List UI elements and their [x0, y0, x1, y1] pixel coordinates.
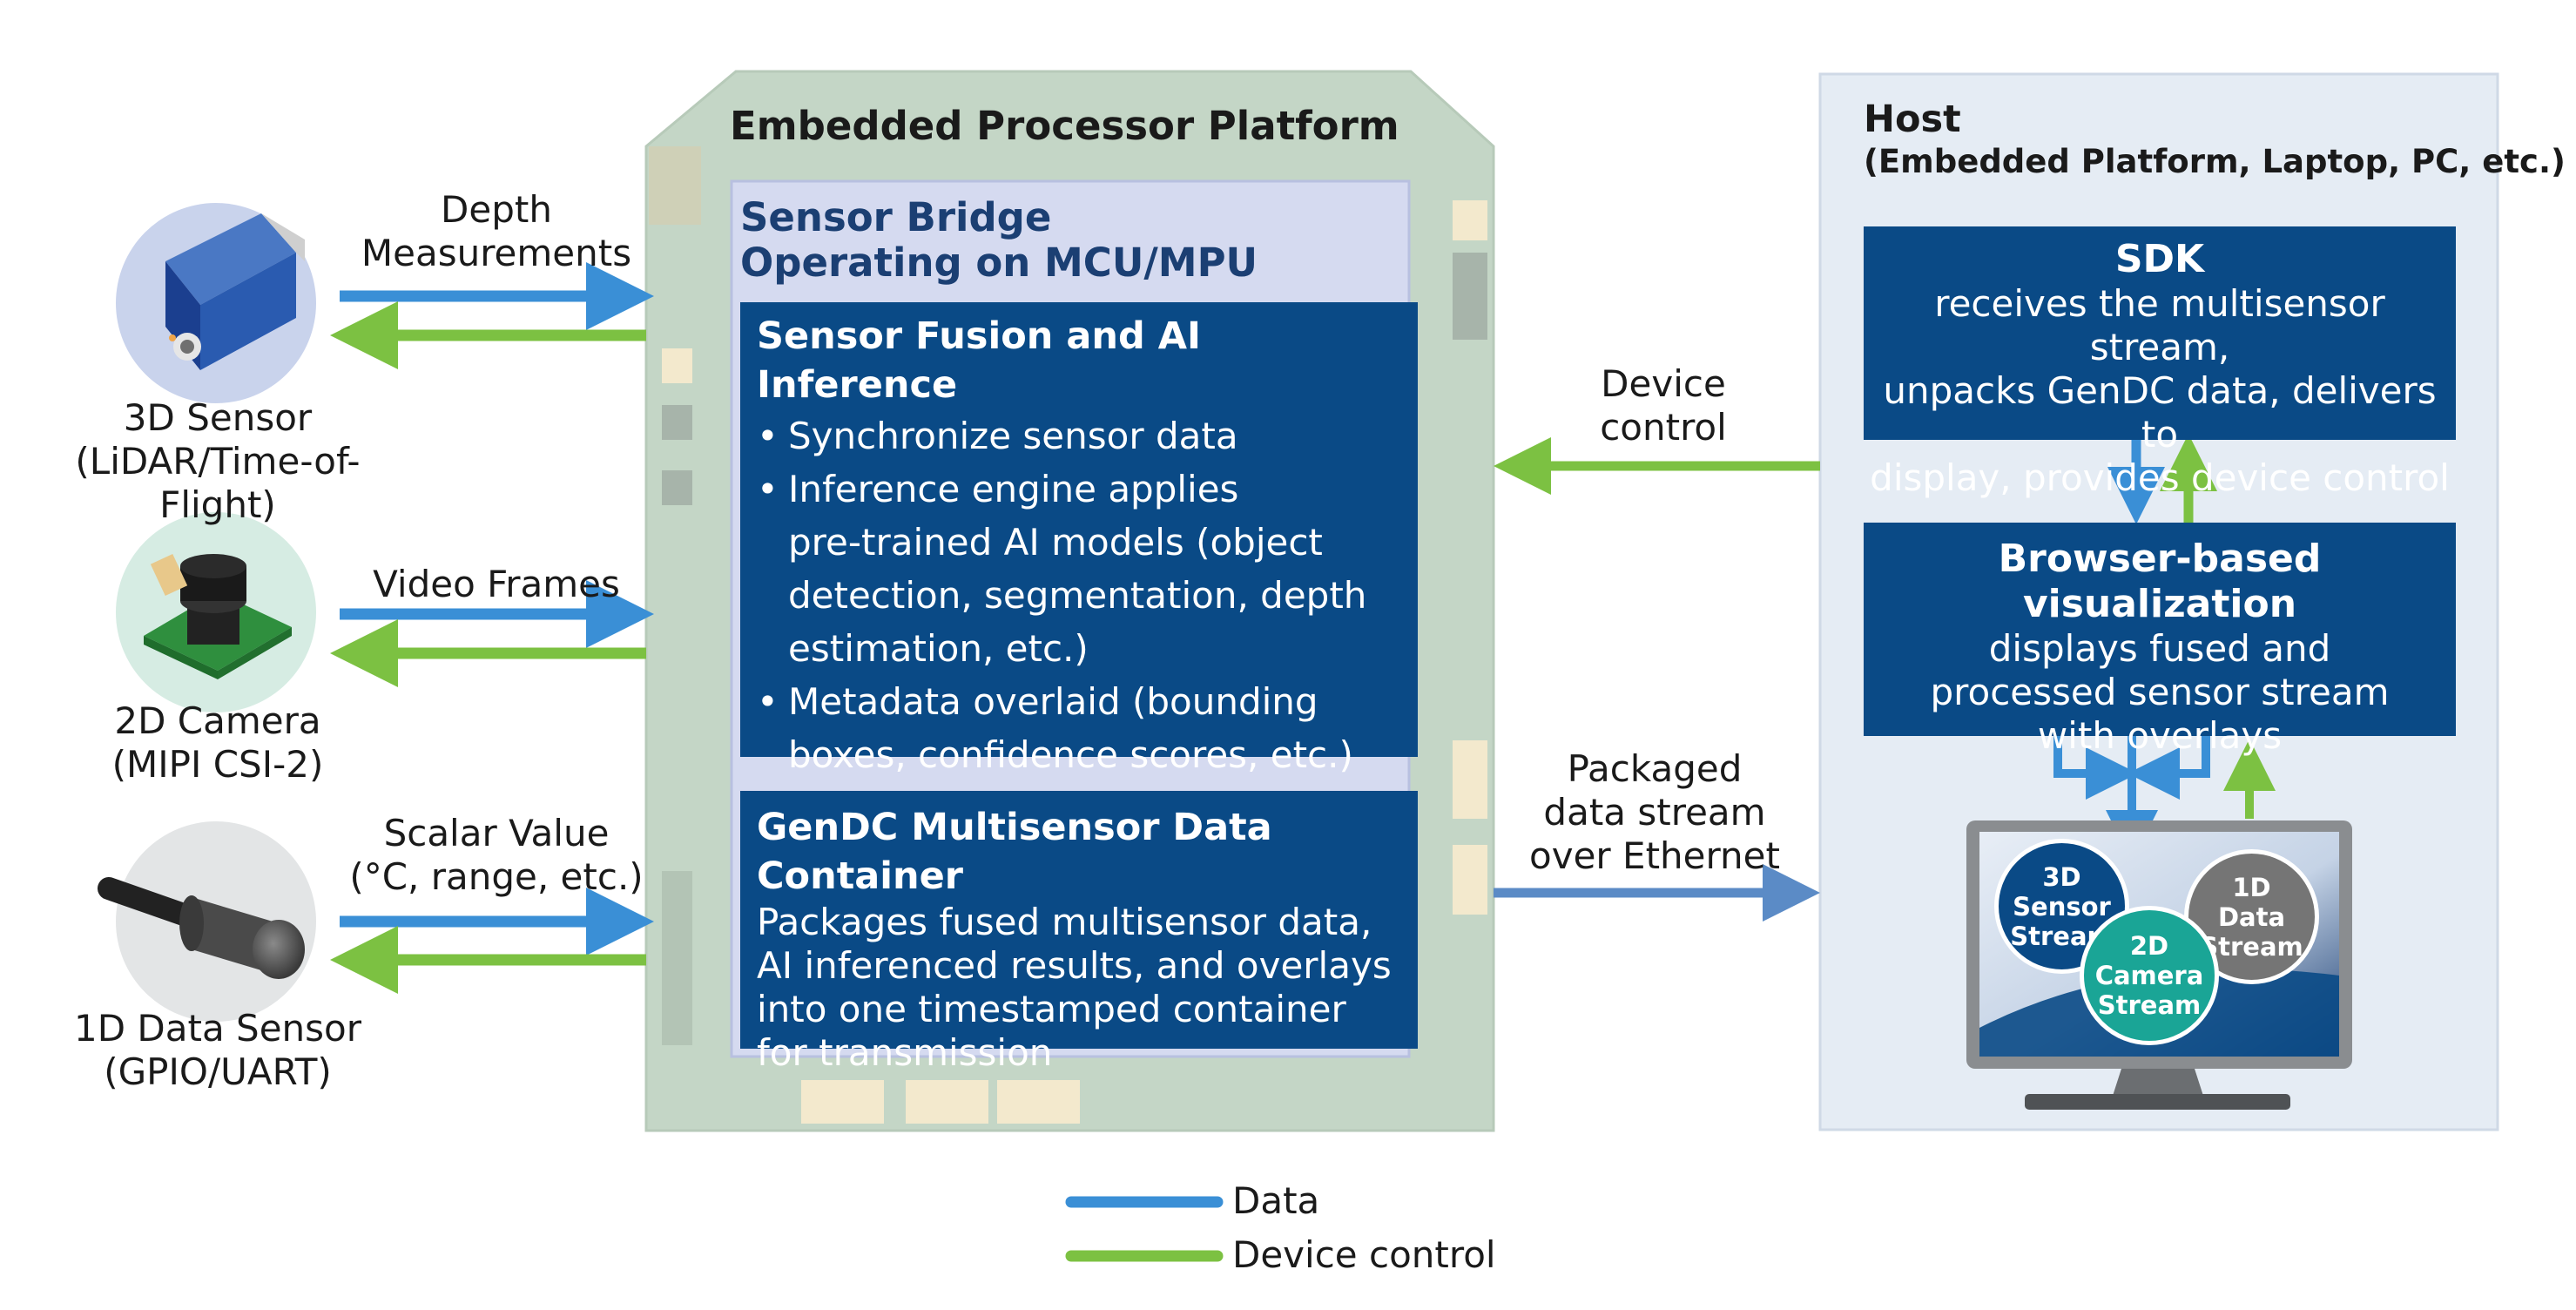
depth-link-line2: Measurements	[361, 232, 632, 274]
sdk-box: SDK receives the multisensor stream, unp…	[1864, 226, 2456, 499]
platform-title: Embedded Processor Platform	[730, 103, 1399, 149]
gendc-line2: AI inferenced results, and overlays	[757, 944, 1392, 987]
camera-name: 2D Camera	[114, 699, 321, 742]
lidar-sensor-type: (LiDAR/Time-of-Flight)	[75, 440, 361, 526]
legend-data-label: Data	[1232, 1179, 1320, 1222]
fusion-bullet-2-line4: estimation, etc.)	[788, 627, 1089, 670]
device-control-line1: Device	[1601, 362, 1726, 405]
depth-link-line1: Depth	[441, 188, 552, 231]
host-title: Host	[1864, 98, 1961, 141]
stream-3d-sensor: 3D Sensor Stream	[1994, 839, 2129, 974]
lidar-sensor-label: 3D Sensor (LiDAR/Time-of-Flight)	[17, 396, 418, 527]
sdk-line3: display, provides device control	[1870, 456, 2450, 499]
stream-2d-line3: Stream	[2097, 990, 2202, 1020]
stream-1d-data: 1D Data Stream	[2184, 849, 2319, 984]
device-control-label: Device control	[1533, 362, 1794, 449]
packaged-line1: Packaged	[1567, 747, 1743, 790]
viz-line3: with overlays	[2037, 714, 2283, 757]
bridge-title: Sensor Bridge Operating on MCU/MPU	[740, 195, 1258, 286]
data-sensor-label: 1D Data Sensor (GPIO/UART)	[17, 1007, 418, 1094]
sdk-line2: unpacks GenDC data, delivers to	[1883, 369, 2437, 456]
fusion-bullet-2-line3: detection, segmentation, depth	[788, 574, 1367, 617]
gendc-title: GenDC Multisensor Data Container	[757, 806, 1272, 898]
fusion-bullet-3-line1: Metadata overlaid (bounding	[788, 680, 1318, 723]
packaged-stream-label: Packaged data stream over Ethernet	[1507, 747, 1803, 878]
bullet-dot: •	[757, 680, 779, 723]
sdk-line1: receives the multisensor stream,	[1934, 282, 2385, 368]
bullet-dot: •	[757, 415, 779, 457]
stream-2d-line1: 2D	[2129, 931, 2169, 961]
viz-title: Browser-based visualization	[1998, 537, 2322, 626]
stream-2d-line2: Camera	[2094, 961, 2204, 990]
viz-line2: processed sensor stream	[1930, 671, 2390, 713]
sdk-title: SDK	[2114, 237, 2205, 281]
scalar-link-label: Scalar Value (°C, range, etc.)	[348, 812, 644, 899]
cylindrical-sensor-icon	[98, 877, 305, 979]
fusion-bullet-2-line2: pre-trained AI models (object	[788, 521, 1323, 564]
fusion-bullet-2-line1: Inference engine applies	[788, 468, 1239, 510]
stream-1d-line1: 1D	[2232, 872, 2271, 902]
stream-3d-line2: Sensor	[2013, 891, 2111, 922]
host-arrows	[1494, 437, 1820, 922]
video-link-label: Video Frames	[373, 563, 620, 605]
stream-1d-line3: Stream	[2200, 931, 2303, 962]
fusion-title: Sensor Fusion and AI Inference	[757, 314, 1202, 407]
fusion-bullet-1: • Synchronize sensor data	[757, 409, 1401, 463]
sensor-arrows	[330, 262, 654, 994]
fusion-box	[740, 302, 1418, 757]
fusion-content: Sensor Fusion and AI Inference • Synchro…	[757, 312, 1401, 781]
bullet-dot: •	[757, 468, 779, 510]
lidar-sensor-name: 3D Sensor	[123, 396, 313, 439]
fusion-bullet-2: • Inference engine applies pre-trained A…	[757, 463, 1401, 675]
lidar-sensor-icon	[165, 213, 305, 370]
host-subtitle: (Embedded Platform, Laptop, PC, etc.)	[1864, 143, 2566, 180]
gendc-box	[740, 791, 1418, 1049]
fusion-bullet-1-text: Synchronize sensor data	[788, 415, 1238, 457]
packaged-line2: data stream	[1543, 791, 1766, 834]
gendc-line3: into one timestamped container	[757, 988, 1346, 1030]
viz-box: Browser-based visualization displays fus…	[1864, 523, 2456, 757]
viz-line1: displays fused and	[1988, 627, 2331, 670]
scalar-link-line1: Scalar Value	[383, 812, 610, 854]
packaged-line3: over Ethernet	[1529, 834, 1780, 877]
camera-label: 2D Camera (MIPI CSI-2)	[17, 699, 418, 787]
device-control-line2: control	[1600, 406, 1727, 449]
gendc-line1: Packages fused multisensor data,	[757, 901, 1372, 943]
depth-link-label: Depth Measurements	[348, 188, 644, 275]
scalar-link-line2: (°C, range, etc.)	[349, 855, 644, 898]
fusion-bullet-3: • Metadata overlaid (bounding boxes, con…	[757, 675, 1401, 781]
stream-1d-line2: Data	[2217, 901, 2286, 932]
stream-2d-camera: 2D Camera Stream	[2080, 906, 2219, 1045]
fusion-bullet-3-line2: boxes, confidence scores, etc.)	[788, 733, 1353, 776]
camera-module-icon	[144, 553, 292, 679]
data-sensor-name: 1D Data Sensor	[73, 1007, 361, 1050]
gendc-line4: for transmission	[757, 1031, 1053, 1074]
camera-type: (MIPI CSI-2)	[111, 743, 324, 786]
legend-control-label: Device control	[1232, 1233, 1496, 1276]
host-header: Host (Embedded Platform, Laptop, PC, etc…	[1864, 98, 2566, 183]
gendc-content: GenDC Multisensor Data Container Package…	[757, 803, 1401, 1075]
bridge-title-line2: Operating on MCU/MPU	[740, 240, 1258, 286]
stream-3d-line1: 3D	[2042, 861, 2081, 892]
bridge-title-line1: Sensor Bridge	[740, 194, 1052, 240]
data-sensor-type: (GPIO/UART)	[104, 1050, 332, 1093]
